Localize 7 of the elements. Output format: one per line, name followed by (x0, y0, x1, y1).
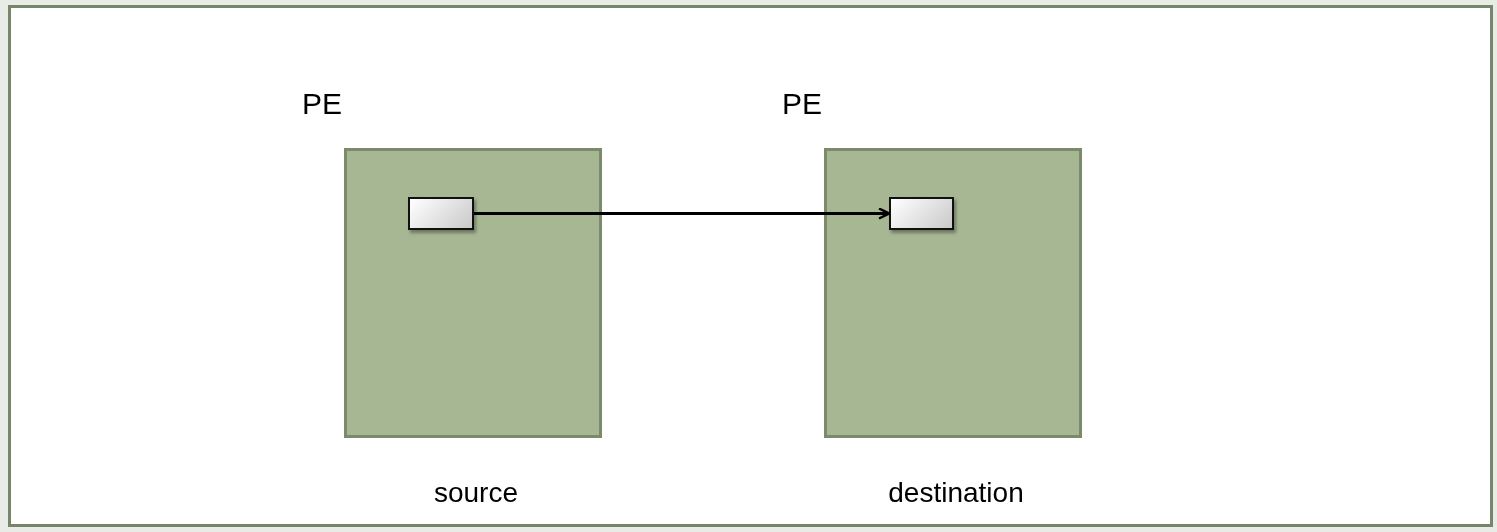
node-caption: source (432, 479, 519, 507)
node-heading: PE (782, 89, 823, 119)
node-caption: destination (887, 479, 1025, 507)
port-box (408, 197, 474, 230)
port-box (889, 197, 954, 230)
arrow (474, 207, 891, 220)
node-heading: PE (302, 89, 343, 119)
